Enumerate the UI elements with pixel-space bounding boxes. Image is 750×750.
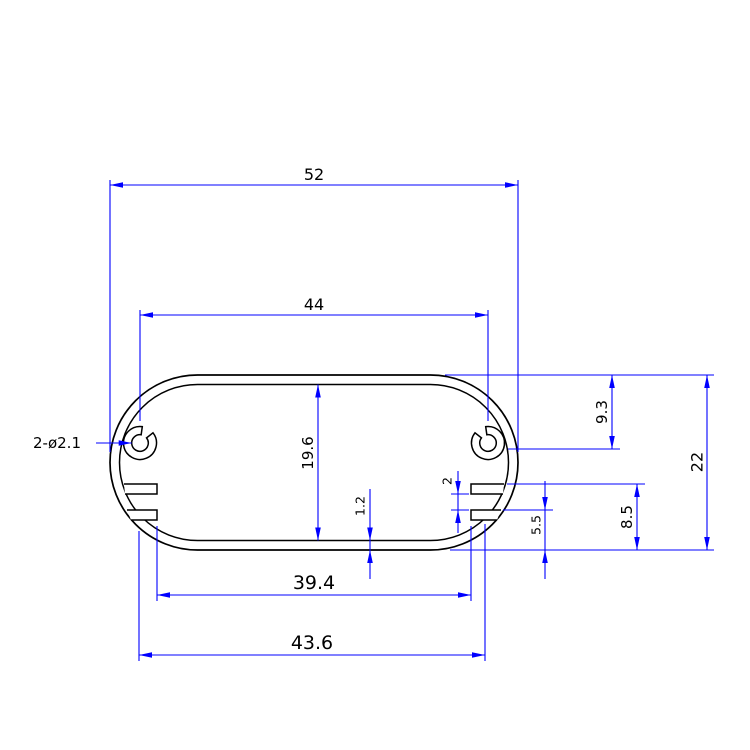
arrowhead-left [140, 312, 153, 318]
dim-boss-from-top-label: 9.3 [593, 400, 611, 424]
dim-boss-span-label: 44 [304, 295, 324, 314]
dim-overall-height-label: 22 [688, 452, 707, 472]
arrowhead-right [118, 440, 132, 446]
right-slot-top-tab [470, 483, 504, 495]
arrowhead-up [609, 375, 615, 388]
left-slot-bottom-tab [127, 509, 158, 521]
dim-slot-root-span: 43.6 [138, 524, 486, 661]
arrowhead-down [455, 481, 461, 494]
arrowhead-right [475, 312, 488, 318]
arrowhead-up [704, 375, 710, 388]
dim-slot-bottom-offset-label: 5.5 [529, 515, 544, 535]
arrowhead-down [634, 537, 640, 550]
profile-outer-wall [109, 374, 519, 551]
profile-outline [109, 374, 519, 551]
arrowhead-up [455, 510, 461, 523]
arrowhead-down [542, 497, 548, 510]
arrowhead-up [367, 550, 373, 563]
dim-slot-gap-label: 2 [440, 477, 455, 485]
dim-wall-thickness: 1.2 [353, 489, 373, 579]
dim-slot-bottom-offset: 5.5 [503, 481, 553, 579]
dim-slot-from-bottom-label: 8.5 [618, 505, 636, 529]
arrowhead-up [542, 550, 548, 563]
dim-overall-width: 52 [109, 165, 519, 452]
left-screw-boss [122, 425, 158, 461]
arrowhead-down [609, 436, 615, 449]
dim-slot-root-span-label: 43.6 [291, 632, 333, 654]
arrowhead-down [367, 527, 373, 541]
dim-slot-tip-span-label: 39.4 [293, 572, 335, 594]
dim-inner-height: 19.6 [299, 384, 321, 541]
arrowhead-down [315, 527, 321, 541]
profile-inner-wall [118, 383, 510, 542]
arrowhead-right [505, 182, 518, 188]
arrowhead-up [315, 384, 321, 398]
arrowhead-right [458, 592, 471, 598]
dim-overall-height: 22 [450, 375, 714, 551]
arrowhead-left [139, 652, 152, 658]
arrowhead-up [634, 484, 640, 497]
dim-slot-gap: 2 [440, 471, 469, 533]
arrowhead-left [110, 182, 123, 188]
arrowhead-left [157, 592, 170, 598]
right-slot-bottom-tab [470, 509, 501, 521]
left-slot-top-tab [124, 483, 158, 495]
arrowhead-down [704, 537, 710, 550]
dim-overall-width-label: 52 [304, 165, 324, 184]
arrowhead-right [472, 652, 485, 658]
dim-wall-thickness-label: 1.2 [353, 496, 368, 516]
dim-boss-from-top: 9.3 [445, 374, 714, 450]
dim-slot-tip-span: 39.4 [156, 526, 472, 601]
dim-boss-span: 44 [139, 295, 489, 421]
dim-hole-callout-label: 2-ø2.1 [33, 434, 81, 452]
dim-inner-height-label: 19.6 [299, 436, 317, 469]
right-screw-boss [470, 425, 506, 461]
dim-hole-callout: 2-ø2.1 [33, 434, 132, 452]
dim-slot-from-bottom: 8.5 [507, 483, 645, 550]
